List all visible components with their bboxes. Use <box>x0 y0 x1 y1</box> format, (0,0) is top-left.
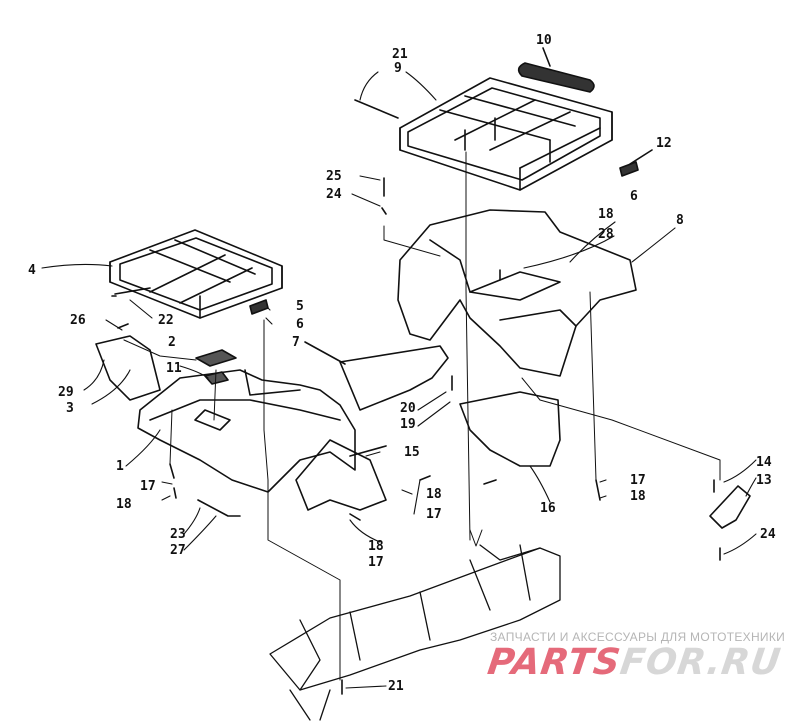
callout-12: 12 <box>656 136 672 151</box>
callout-13: 13 <box>756 473 772 488</box>
callout-8: 8 <box>676 213 684 228</box>
callout-17-mid: 17 <box>426 507 442 522</box>
callout-15: 15 <box>404 445 420 460</box>
callout-6-front: 6 <box>296 317 304 332</box>
callout-23: 23 <box>170 527 186 542</box>
callout-18-rear: 18 <box>598 207 614 222</box>
callout-1: 1 <box>116 459 124 474</box>
plate-2 <box>195 349 237 367</box>
callout-29: 29 <box>58 385 74 400</box>
callout-26: 26 <box>70 313 86 328</box>
callout-24-top: 24 <box>326 187 342 202</box>
callout-3: 3 <box>66 401 74 416</box>
hardware <box>111 177 721 695</box>
assembly-lines <box>169 151 721 681</box>
rear-fender <box>397 209 637 377</box>
watermark-brand-b: FOR.RU <box>617 642 784 683</box>
front-rack <box>109 229 283 319</box>
watermark-logo: PARTSFOR.RU <box>485 642 784 683</box>
mudflap-16 <box>459 391 561 467</box>
clip-12 <box>619 161 639 177</box>
frame <box>269 544 561 721</box>
callout-10: 10 <box>536 33 552 48</box>
callout-22: 22 <box>158 313 174 328</box>
callout-18-bottom: 18 <box>368 539 384 554</box>
callout-24-bottom: 24 <box>760 527 776 542</box>
watermark-brand-a: PARTS <box>485 642 624 683</box>
bracket-13 <box>709 485 751 529</box>
watermark-tagline: ЗАПЧАСТИ И АКСЕССУАРЫ ДЛЯ МОТОТЕХНИКИ <box>490 630 786 644</box>
callout-2: 2 <box>168 335 176 350</box>
front-fender <box>137 369 356 493</box>
trim-7 <box>339 345 449 411</box>
callout-18-left: 18 <box>116 497 132 512</box>
callout-17-left: 17 <box>140 479 156 494</box>
footwell-15 <box>295 439 387 511</box>
callout-4: 4 <box>28 263 36 278</box>
callout-27: 27 <box>170 543 186 558</box>
callout-20: 20 <box>400 401 416 416</box>
side-panel-3 <box>95 335 161 401</box>
callout-18-mid: 18 <box>426 487 442 502</box>
callout-9: 9 <box>394 61 402 76</box>
callout-17-bottom: 17 <box>368 555 384 570</box>
callout-25: 25 <box>326 169 342 184</box>
callout-7: 7 <box>292 335 300 350</box>
callout-14: 14 <box>756 455 772 470</box>
callout-19: 19 <box>400 417 416 432</box>
callout-21-top: 21 <box>392 47 408 62</box>
leader-lines <box>41 71 757 689</box>
clip-5 <box>249 299 269 315</box>
callout-11: 11 <box>166 361 182 376</box>
callout-28: 28 <box>598 227 614 242</box>
callout-21-bottom: 21 <box>388 679 404 694</box>
callout-16: 16 <box>540 501 556 516</box>
callout-6-rear: 6 <box>630 189 638 204</box>
callout-5: 5 <box>296 299 304 314</box>
callout-17-right: 17 <box>630 473 646 488</box>
rear-rack <box>354 77 613 191</box>
rack-grip <box>517 47 595 93</box>
callout-18-right: 18 <box>630 489 646 504</box>
